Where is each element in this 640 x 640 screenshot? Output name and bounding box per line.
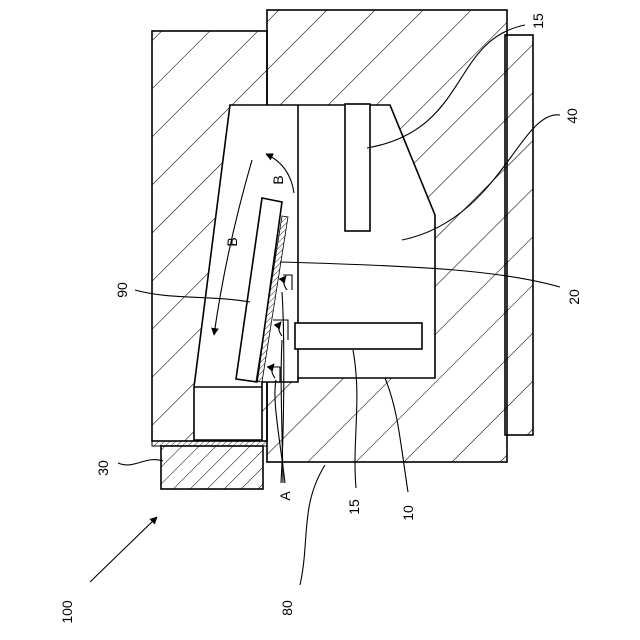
base-member-30: [161, 446, 263, 489]
label-80: 80: [279, 600, 295, 616]
label-15-bottom: 15: [346, 499, 362, 515]
label-100: 100: [59, 600, 75, 624]
back-plate: [505, 35, 533, 435]
label-B-right: B: [270, 175, 286, 184]
element-15-top: [345, 104, 370, 231]
label-A: A: [277, 491, 293, 501]
svg-text:20: 20: [566, 289, 582, 305]
label-30: 30: [95, 460, 111, 476]
label-10: 10: [400, 505, 416, 521]
svg-text:30: 30: [95, 460, 111, 476]
svg-text:40: 40: [564, 108, 580, 124]
leader-100: [90, 517, 157, 582]
leader-30: [118, 460, 163, 465]
svg-text:100: 100: [59, 600, 75, 624]
label-90: 90: [114, 282, 130, 298]
svg-text:80: 80: [279, 600, 295, 616]
svg-text:B: B: [270, 175, 286, 184]
leader-80: [300, 465, 325, 585]
label-B-left: B: [224, 237, 240, 246]
element-15-bottom: [295, 323, 422, 349]
svg-text:A: A: [277, 491, 293, 501]
label-20: 20: [566, 289, 582, 305]
svg-text:10: 10: [400, 505, 416, 521]
svg-text:90: 90: [114, 282, 130, 298]
svg-text:15: 15: [346, 499, 362, 515]
label-15-top: 15: [530, 13, 546, 29]
svg-text:B: B: [224, 237, 240, 246]
svg-text:15: 15: [530, 13, 546, 29]
label-40: 40: [564, 108, 580, 124]
thin-layer: [152, 441, 267, 446]
